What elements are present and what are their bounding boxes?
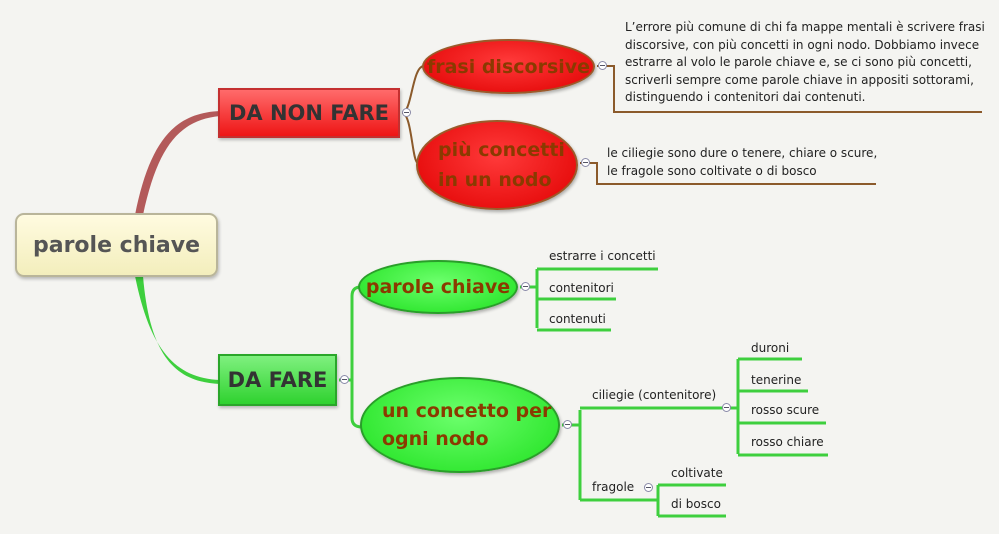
leaf-rosso-chiare[interactable]: rosso chiare (751, 435, 824, 449)
root-node[interactable]: parole chiave (15, 213, 218, 277)
leaf-coltivate[interactable]: coltivate (671, 466, 723, 480)
collapse-frasi-icon[interactable] (598, 61, 607, 70)
note-frasi-line: distinguendo i contenitori dai contenuti… (625, 90, 866, 104)
branch-da-fare-label: DA FARE (227, 368, 328, 392)
branch-da-non-fare[interactable]: DA NON FARE (218, 88, 400, 138)
connector-root-dont (135, 111, 220, 215)
sub-ciliegie[interactable]: ciliegie (contenitore) (592, 388, 717, 402)
connector-parole-leaves (520, 285, 539, 328)
connector-uno-subs (562, 423, 582, 500)
connector-ciliegie-leaves (720, 406, 740, 454)
leaf-rosso-scure[interactable]: rosso scure (751, 403, 820, 417)
leaf-estrarre-i-concetti[interactable]: estrarre i concetti (549, 249, 656, 263)
note-frasi-discorsive: L’errore più comune di chi fa mappe ment… (625, 19, 987, 107)
connector-root-do (135, 276, 220, 384)
collapse-ciliegie-icon[interactable] (722, 403, 731, 412)
collapse-uno-icon[interactable] (563, 420, 572, 429)
note-frasi-line: scriverli sempre come parole chiave in a… (625, 72, 974, 87)
topic-parole-chiave-label: parole chiave (365, 276, 511, 298)
note-piu-concetti: le ciliegie sono dure o tenere, chiare o… (607, 145, 887, 180)
leaf-contenitori[interactable]: contenitori (549, 281, 614, 295)
topic-un-concetto-line1: un concetto per (382, 400, 552, 422)
note-piu-line: le fragole sono coltivate o di bosco (607, 163, 817, 178)
collapse-da-fare-icon[interactable] (340, 375, 349, 384)
collapse-parole-icon[interactable] (521, 282, 530, 291)
topic-piu-concetti-line1: più concetti (438, 139, 565, 161)
branch-da-non-fare-label: DA NON FARE (228, 101, 389, 125)
leaf-tenerine[interactable]: tenerine (751, 373, 802, 387)
collapse-fragole-icon[interactable] (644, 483, 653, 492)
collapse-piu-icon[interactable] (581, 158, 590, 167)
topic-un-concetto[interactable]: un concetto per ogni nodo (360, 377, 560, 473)
connector-do-parole (339, 285, 362, 382)
connector-do-uno (339, 378, 363, 429)
sub-fragole[interactable]: fragole (592, 480, 635, 494)
leaf-duroni[interactable]: duroni (751, 341, 790, 355)
topic-frasi-discorsive-label: frasi discorsive (426, 55, 591, 78)
topic-parole-chiave[interactable]: parole chiave (358, 260, 518, 314)
note-frasi-line: L’errore più comune di chi fa mappe ment… (625, 20, 985, 34)
collapse-da-non-fare-icon[interactable] (402, 108, 411, 117)
note-frasi-line: discorsive, con più concetti in ogni nod… (625, 37, 980, 52)
branch-da-fare[interactable]: DA FARE (218, 354, 337, 406)
leaf-di-bosco[interactable]: di bosco (671, 497, 721, 511)
topic-frasi-discorsive[interactable]: frasi discorsive (422, 39, 595, 94)
note-piu-line: le ciliegie sono dure o tenere, chiare o… (607, 146, 878, 160)
connector-dont-frasi (401, 65, 425, 114)
root-label: parole chiave (32, 232, 201, 258)
note-frasi-line: estrarre al volo le parole chiave e, se … (625, 55, 972, 69)
topic-piu-concetti[interactable]: più concetti in un nodo (416, 120, 578, 210)
connector-dont-piu (401, 112, 419, 164)
topic-piu-concetti-line2: in un nodo (438, 169, 552, 191)
topic-un-concetto-line2: ogni nodo (382, 428, 489, 450)
leaf-contenuti[interactable]: contenuti (549, 312, 606, 326)
